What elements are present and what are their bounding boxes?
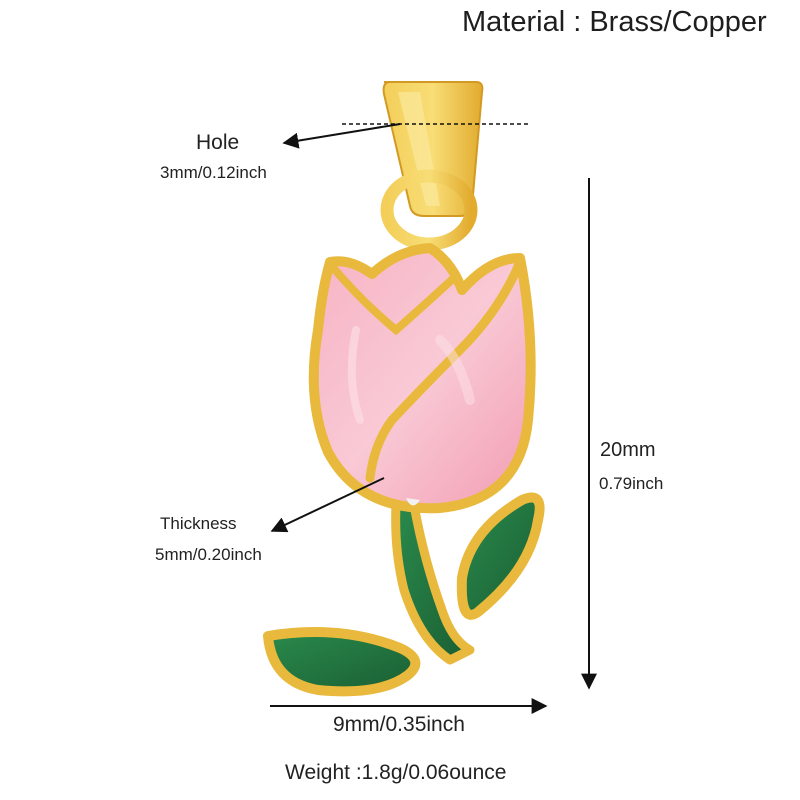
hole-size: 3mm/0.12inch xyxy=(160,163,267,182)
thickness-title: Thickness xyxy=(160,514,237,533)
thickness-arrow xyxy=(270,477,385,533)
height-inch: 0.79inch xyxy=(599,474,664,493)
width-size: 9mm/0.35inch xyxy=(333,713,465,736)
right-leaf xyxy=(456,492,545,620)
stem xyxy=(391,500,475,665)
hole-title: Hole xyxy=(196,131,240,154)
weight-label: Weight :1.8g/0.06ounce xyxy=(285,761,507,784)
hole-arrow xyxy=(282,123,401,149)
tulip-bloom xyxy=(308,243,536,514)
left-leaf xyxy=(263,627,421,697)
material-label: Material : Brass/Copper xyxy=(462,6,767,38)
thickness-size: 5mm/0.20inch xyxy=(155,545,262,564)
height-mm: 20mm xyxy=(600,439,656,461)
